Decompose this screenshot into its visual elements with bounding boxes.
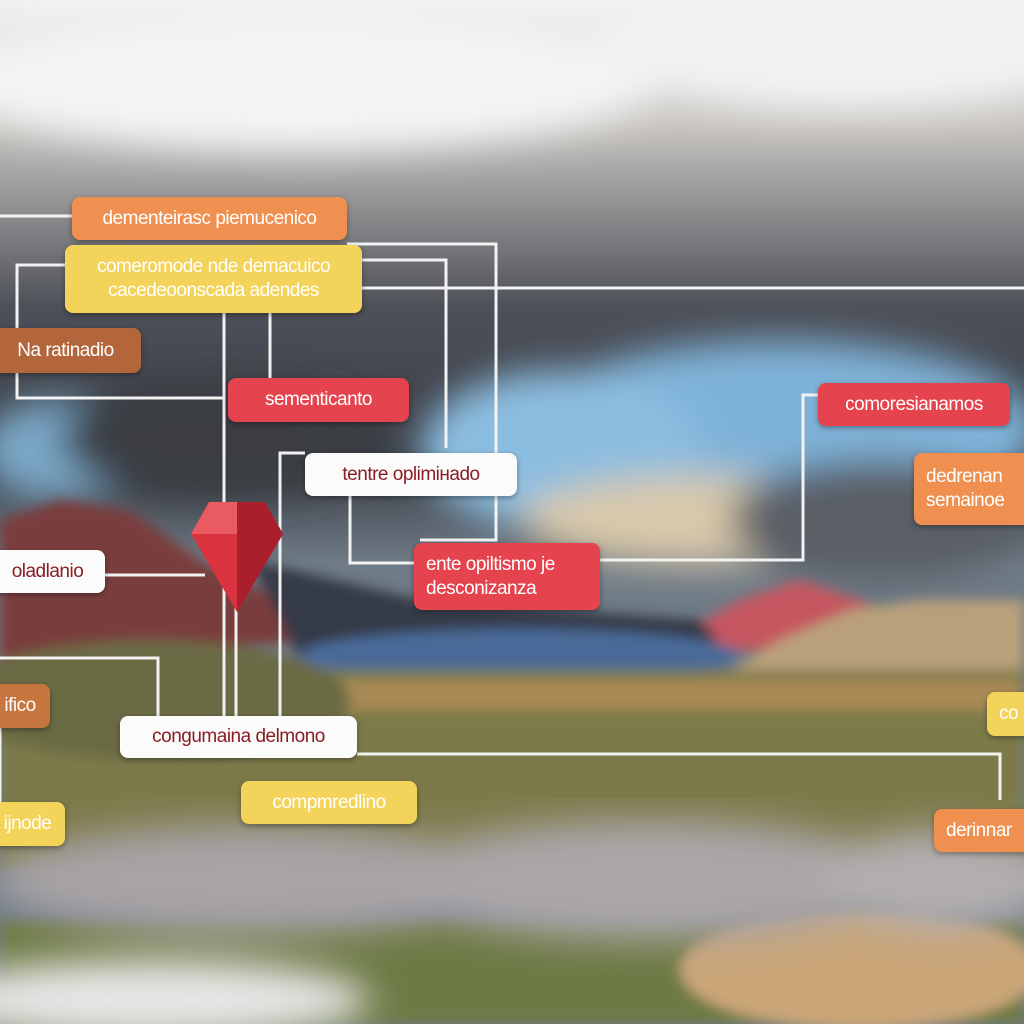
label-compmredlino[interactable]: compmredlino — [241, 781, 417, 824]
label-oladlanio[interactable]: oladlanio — [0, 550, 105, 593]
label-text: ente opiltismo je — [426, 553, 555, 575]
label-text: dementeirasc piemucenico — [102, 207, 317, 229]
label-text: oladlanio — [11, 560, 84, 582]
map-pin-icon — [191, 502, 283, 612]
label-text: comoresianamos — [845, 393, 983, 415]
label-text: ijnode — [3, 813, 52, 834]
label-congumaina-delmono[interactable]: congumaina delmono — [120, 716, 357, 758]
label-na-ratinadio[interactable]: Na ratinadio — [0, 328, 141, 373]
label-text: compmredlino — [272, 791, 386, 813]
label-text: ifico — [4, 695, 36, 716]
label-ifico[interactable]: ifico — [0, 684, 50, 728]
label-text: dedrenan — [926, 466, 1003, 487]
label-text: desconizanza — [426, 577, 537, 599]
label-ijnode[interactable]: ijnode — [0, 802, 65, 846]
label-text: tentre oplimінado — [342, 463, 480, 485]
label-text: semainoe — [926, 490, 1005, 511]
label-dedrenan[interactable]: dedrenan semainoe — [914, 453, 1024, 525]
label-text: cacedeoonscada adendes — [108, 280, 319, 301]
label-text: Na ratinadio — [17, 339, 114, 361]
label-comoresianamos[interactable]: comoresianamos — [818, 383, 1010, 426]
label-tentre-oplimінado[interactable]: tentre oplimінado — [305, 453, 517, 496]
label-text: derinnar — [946, 819, 1012, 841]
label-text: congumaina delmono — [152, 726, 325, 747]
label-derinnar[interactable]: derinnar — [934, 809, 1024, 852]
label-text: sementicanto — [264, 389, 373, 410]
label-co[interactable]: co — [987, 692, 1024, 736]
label-text: co — [999, 703, 1019, 724]
label-comeromode[interactable]: comeromode nde demacuico cacedeoonscada a… — [65, 245, 362, 313]
label-dementeirasc[interactable]: dementeirasc piemucenico — [72, 197, 347, 240]
label-text: comeromode nde demacuico — [96, 256, 331, 277]
label-sementicanto[interactable]: sementicanto — [228, 378, 409, 422]
